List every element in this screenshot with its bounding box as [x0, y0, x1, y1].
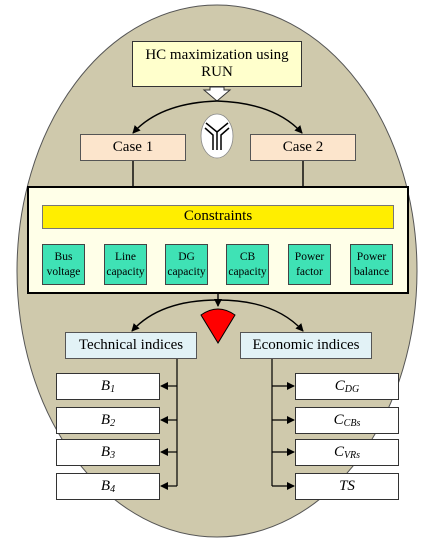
constraint-line2: capacity — [106, 265, 145, 278]
red-sector-icon — [200, 308, 236, 344]
constraint-line-capacity: Line capacity — [104, 244, 147, 285]
constraints-frame — [27, 186, 409, 294]
index-subscript: 4 — [110, 483, 116, 495]
constraint-line2: factor — [296, 265, 323, 278]
constraint-cb-capacity: CB capacity — [226, 244, 269, 285]
index-subscript: 2 — [110, 417, 116, 429]
index-base: B — [100, 477, 111, 494]
constraint-line1: Power — [356, 250, 387, 263]
index-subscript: CBs — [343, 417, 361, 429]
constraint-power-balance: Power balance — [350, 244, 393, 285]
economic-bracket — [271, 359, 295, 490]
constraints-bar: Constraints — [42, 205, 394, 229]
hollow-down-arrow-icon — [202, 86, 232, 102]
connector-to-technical — [131, 299, 219, 332]
case-2-box: Case 2 — [250, 134, 356, 161]
index-base: B — [100, 411, 111, 428]
title-box: HC maximization using RUN — [132, 41, 302, 87]
index-subscript: 1 — [110, 383, 116, 395]
index-base: B — [100, 443, 111, 460]
economic-indices-header: Economic indices — [240, 332, 372, 359]
constraint-line2: balance — [353, 265, 390, 278]
economic-indices-label: Economic indices — [252, 336, 360, 353]
constraint-dg-capacity: DG capacity — [165, 244, 208, 285]
constraint-line2: capacity — [167, 265, 206, 278]
index-subscript: 3 — [110, 449, 116, 461]
constraint-bus-voltage: Bus voltage — [42, 244, 85, 285]
index-subscript: VRs — [343, 449, 361, 461]
connector-title-case1 — [132, 100, 218, 134]
constraint-line1: Bus — [54, 250, 73, 263]
technical-indices-header: Technical indices — [65, 332, 197, 359]
constraint-power-factor: Power factor — [288, 244, 331, 285]
constraint-line1: CB — [239, 250, 256, 263]
economic-index-cvrs: CVRs — [295, 439, 399, 466]
connector-title-case2 — [216, 100, 303, 134]
constraint-line1: DG — [178, 250, 195, 263]
technical-indices-label: Technical indices — [78, 336, 184, 353]
technical-bracket — [160, 359, 178, 490]
index-base: TS — [339, 477, 355, 494]
constraint-line2: capacity — [228, 265, 267, 278]
economic-index-cdg: CDG — [295, 373, 399, 400]
index-base: C — [333, 411, 344, 428]
technical-index-b4: B4 — [56, 473, 160, 500]
case-1-label: Case 1 — [112, 138, 154, 155]
index-base: C — [333, 443, 344, 460]
economic-index-ts: TS — [295, 473, 399, 500]
technical-index-b3: B3 — [56, 439, 160, 466]
constraint-line1: Line — [114, 250, 137, 263]
title-text: HC maximization using RUN — [145, 46, 289, 80]
connector-to-economic — [217, 299, 304, 332]
economic-index-ccbs: CCBs — [295, 407, 399, 434]
index-base: B — [100, 377, 111, 394]
technical-index-b2: B2 — [56, 407, 160, 434]
split-arrow-icon — [200, 113, 234, 159]
constraints-label: Constraints — [183, 208, 253, 225]
index-subscript: DG — [344, 383, 360, 395]
index-base: C — [334, 377, 345, 394]
constraint-line2: voltage — [46, 265, 81, 278]
case-1-box: Case 1 — [80, 134, 186, 161]
case-2-label: Case 2 — [282, 138, 324, 155]
constraint-line1: Power — [294, 250, 325, 263]
technical-index-b1: B1 — [56, 373, 160, 400]
